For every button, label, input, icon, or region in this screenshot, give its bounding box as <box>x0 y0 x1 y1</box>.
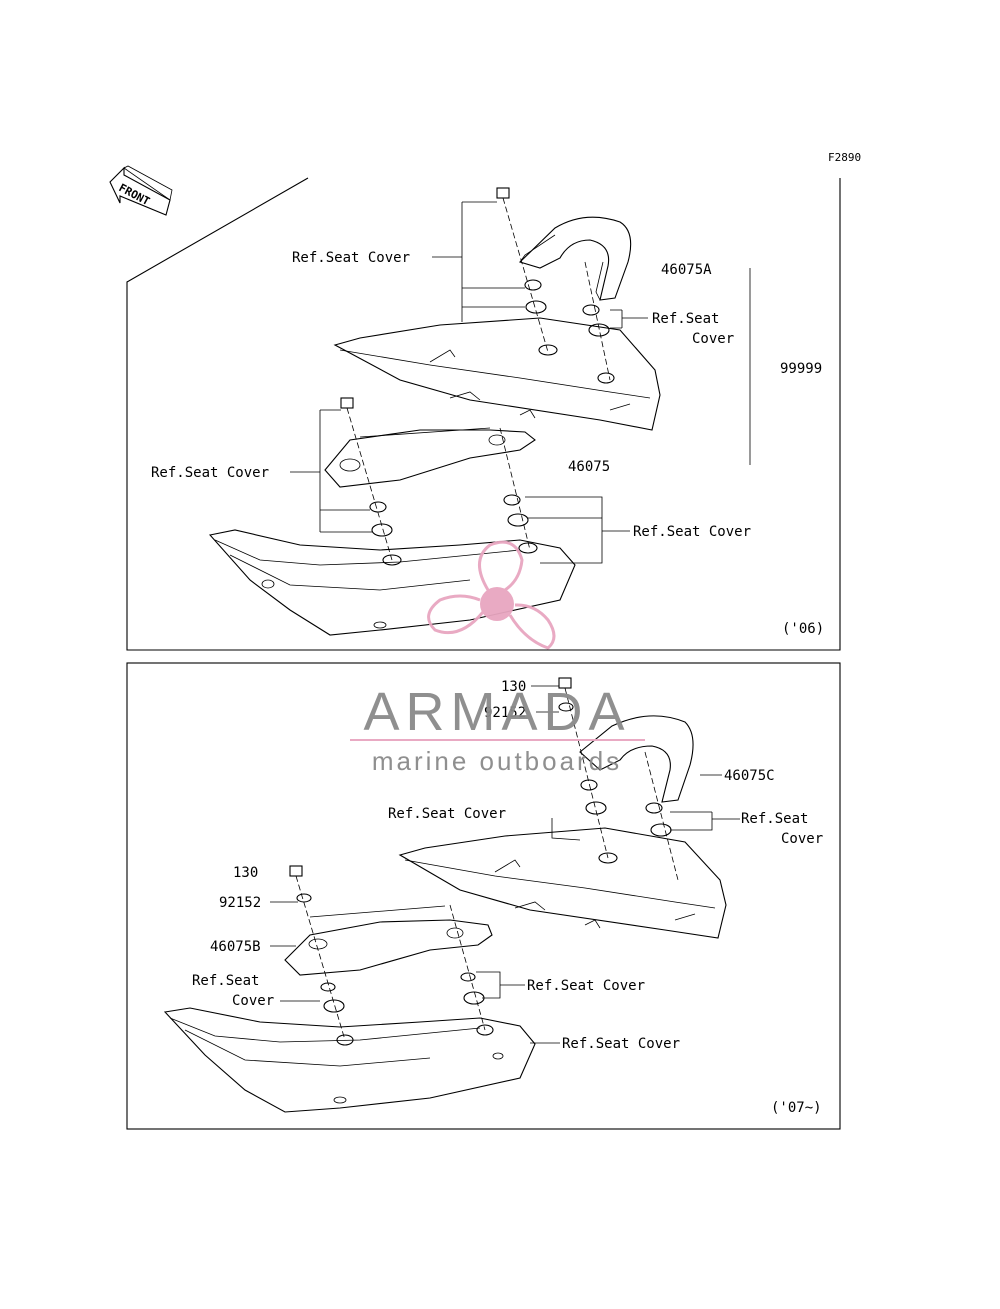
grab-rail-46075 <box>324 429 536 488</box>
fastener-stack-lower-07 <box>289 865 494 1046</box>
grab-rail-46075c <box>579 715 694 803</box>
panel-bottom-frame <box>126 662 841 1130</box>
fastener-stack-top <box>496 187 615 384</box>
label-cover: Cover <box>692 331 734 347</box>
seat-cowl-lower <box>208 529 576 636</box>
seat-cowl-lower-07 <box>163 1007 536 1113</box>
fastener-stack-upper-07 <box>558 677 679 881</box>
leader-ref-seat-cover-6 <box>670 811 740 831</box>
year-label-bottom: ('07~) <box>771 1100 822 1116</box>
label-part-46075a: 46075A <box>661 262 712 278</box>
label-ref-seat-cover: Ref.Seat Cover <box>388 806 506 822</box>
watermark-tagline: marine outboards <box>372 746 622 776</box>
propeller-logo-icon <box>427 540 556 650</box>
leader-ref-seat-cover-5 <box>551 818 581 841</box>
panel-bottom: 130 92152 46075C Ref.Seat Cover Ref.Seat… <box>126 662 841 1130</box>
svg-text:FRONT: FRONT <box>117 181 153 208</box>
label-ref-seat-cover: Ref.Seat Cover <box>151 465 269 481</box>
label-cover: Cover <box>232 993 274 1009</box>
label-cover: Cover <box>781 831 823 847</box>
label-ref-seat: Ref.Seat <box>652 311 719 327</box>
seat-cowl-top <box>333 317 661 431</box>
label-ref-seat-cover: Ref.Seat Cover <box>562 1036 680 1052</box>
grab-rail-46075a <box>518 216 632 301</box>
label-part-130: 130 <box>501 679 526 695</box>
year-label-top: ('06) <box>782 621 824 637</box>
panel-top-frame <box>126 177 841 651</box>
leader-part-labels-lower <box>270 901 320 1002</box>
fastener-stack-lower <box>340 397 538 566</box>
label-ref-seat-cover: Ref.Seat Cover <box>633 524 751 540</box>
label-ref-seat: Ref.Seat <box>192 973 259 989</box>
label-ref-seat-cover: Ref.Seat Cover <box>527 978 645 994</box>
leader-ref-seat-cover-3 <box>290 409 372 533</box>
leader-ref-seat-cover-2 <box>610 309 648 329</box>
figure-id: F2890 <box>828 151 861 164</box>
label-part-92152: 92152 <box>484 705 526 721</box>
label-part-99999: 99999 <box>780 361 822 377</box>
label-part-46075: 46075 <box>568 459 610 475</box>
leader-part-labels-upper <box>531 685 722 776</box>
watermark-brand: ARMADA <box>363 682 630 742</box>
leader-ref-seat-cover-4 <box>525 496 630 564</box>
watermark: ARMADA marine outboards <box>350 540 645 776</box>
label-ref-seat: Ref.Seat <box>741 811 808 827</box>
seat-cowl-upper-07 <box>398 827 727 939</box>
front-arrow-icon: FRONT <box>109 165 173 216</box>
label-part-46075b: 46075B <box>210 939 261 955</box>
label-part-92152: 92152 <box>219 895 261 911</box>
label-part-130: 130 <box>233 865 258 881</box>
leader-ref-seat-cover-7 <box>476 971 525 999</box>
label-part-46075c: 46075C <box>724 768 775 784</box>
panel-top: Ref.Seat Cover 46075A Ref.Seat Cover 999… <box>126 177 841 651</box>
leader-ref-seat-cover-1 <box>432 201 525 322</box>
label-ref-seat-cover: Ref.Seat Cover <box>292 250 410 266</box>
grab-rail-46075b <box>284 919 493 976</box>
